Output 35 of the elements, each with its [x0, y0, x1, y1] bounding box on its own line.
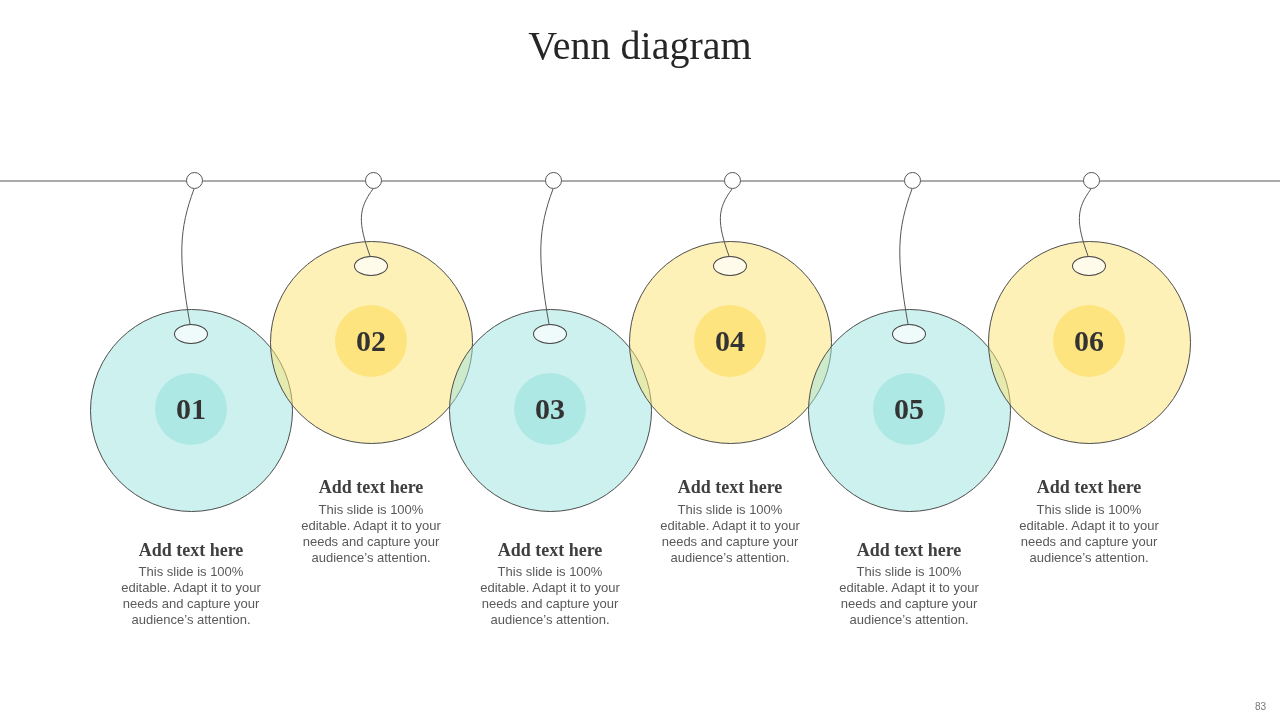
item-heading: Add text here: [676, 476, 784, 498]
number-disc: 02: [335, 305, 407, 377]
item-heading: Add text here: [137, 539, 245, 561]
hook-ellipse: [1072, 256, 1106, 276]
item-description: This slide is 100% editable. Adapt it to your needs and capture your audience’s attention.: [1018, 502, 1160, 566]
hanger-ring: [364, 172, 382, 189]
hanger-string: [181, 188, 195, 325]
number-disc: 04: [694, 305, 766, 377]
hanger-ring: [723, 172, 741, 189]
page-number: 83: [1254, 701, 1266, 713]
hook-ellipse: [713, 256, 747, 276]
item-description: This slide is 100% editable. Adapt it to your needs and capture your audience’s attention.: [838, 564, 980, 628]
hanger-ring: [903, 172, 921, 189]
hanger-ring: [544, 172, 562, 189]
hook-ellipse: [892, 324, 926, 344]
number-disc: 01: [155, 373, 227, 445]
item-heading: Add text here: [496, 539, 604, 561]
number-disc: 06: [1053, 305, 1125, 377]
item-description: This slide is 100% editable. Adapt it to your needs and capture your audience’s attention.: [300, 502, 442, 566]
hanger-string: [540, 188, 554, 325]
number-disc: 05: [873, 373, 945, 445]
hook-ellipse: [174, 324, 208, 344]
item-heading: Add text here: [855, 539, 963, 561]
hanger-ring: [1082, 172, 1100, 189]
item-heading: Add text here: [317, 476, 425, 498]
hanger-ring: [185, 172, 203, 189]
item-description: This slide is 100% editable. Adapt it to your needs and capture your audience’s attention.: [659, 502, 801, 566]
number-disc: 03: [514, 373, 586, 445]
item-heading: Add text here: [1035, 476, 1143, 498]
slide-title: Venn diagram: [527, 22, 753, 70]
hook-ellipse: [354, 256, 388, 276]
hanger-string: [899, 188, 913, 325]
item-description: This slide is 100% editable. Adapt it to your needs and capture your audience’s attention.: [120, 564, 262, 628]
item-description: This slide is 100% editable. Adapt it to your needs and capture your audience’s attention.: [479, 564, 621, 628]
hook-ellipse: [533, 324, 567, 344]
